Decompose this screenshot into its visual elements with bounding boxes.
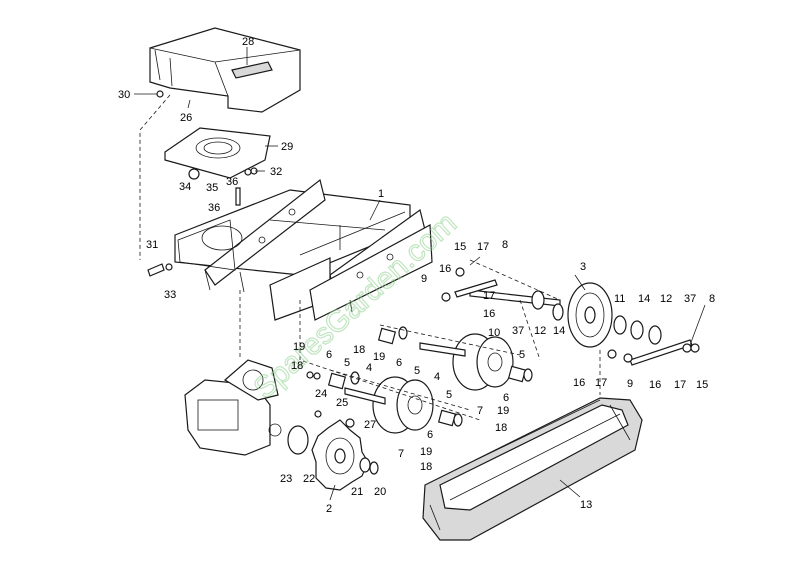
callout-13: 13 [580, 499, 592, 511]
callout-17b: 17 [483, 290, 495, 302]
callout-15a: 15 [454, 241, 466, 253]
rubber-track [422, 397, 643, 541]
callout-4a: 4 [434, 371, 440, 383]
callout-7a: 7 [477, 405, 483, 417]
leader-lines [134, 47, 706, 501]
callout-14a: 14 [553, 325, 565, 337]
drive-sprocket [287, 419, 379, 491]
callout-labels: 28 30 26 29 32 36 34 35 36 1 31 33 15 17… [118, 36, 715, 515]
callout-7b: 7 [398, 448, 404, 460]
callout-29: 29 [281, 141, 293, 153]
callout-16a: 16 [439, 263, 451, 275]
shafts [327, 289, 561, 427]
callout-5a: 5 [344, 357, 350, 369]
callout-17c: 17 [595, 377, 607, 389]
callout-16c: 16 [573, 377, 585, 389]
callout-4b: 4 [366, 362, 372, 374]
callout-35: 35 [206, 182, 218, 194]
callout-32: 32 [270, 166, 282, 178]
callout-37b: 37 [684, 293, 696, 305]
callout-5d: 5 [446, 389, 452, 401]
callout-18d: 18 [420, 461, 432, 473]
idler-wheel [454, 279, 693, 366]
callout-5b: 5 [414, 365, 420, 377]
callout-14b: 14 [638, 293, 650, 305]
callout-1: 1 [378, 188, 384, 200]
callout-12b: 12 [660, 293, 672, 305]
callout-34: 34 [179, 181, 191, 193]
callout-36a: 36 [226, 176, 238, 188]
callout-18a: 18 [353, 344, 365, 356]
callout-33: 33 [164, 289, 176, 301]
callout-17a: 17 [477, 241, 489, 253]
callout-21: 21 [351, 486, 363, 498]
callout-19a: 19 [373, 351, 385, 363]
main-frame [174, 178, 433, 321]
callout-19b: 19 [293, 341, 305, 353]
callout-6b: 6 [396, 357, 402, 369]
callout-36b: 36 [208, 202, 220, 214]
callout-19c: 19 [497, 405, 509, 417]
callout-30: 30 [118, 89, 130, 101]
callout-9b: 9 [627, 378, 633, 390]
callout-12a: 12 [534, 325, 546, 337]
callout-24: 24 [315, 388, 327, 400]
callout-20: 20 [374, 486, 386, 498]
callout-8a: 8 [502, 239, 508, 251]
callout-17d: 17 [674, 379, 686, 391]
callout-18b: 18 [291, 360, 303, 372]
callout-6d: 6 [427, 429, 433, 441]
callout-31: 31 [146, 239, 158, 251]
fasteners [147, 90, 700, 428]
callout-9a: 9 [421, 273, 427, 285]
callout-26: 26 [180, 112, 192, 124]
callout-22: 22 [303, 473, 315, 485]
callout-16b: 16 [483, 308, 495, 320]
roller-lower [372, 376, 434, 434]
roller-upper [452, 333, 514, 391]
callout-25: 25 [336, 397, 348, 409]
callout-27: 27 [364, 419, 376, 431]
callout-3: 3 [580, 261, 586, 273]
callout-19d: 19 [420, 446, 432, 458]
callout-6c: 6 [503, 392, 509, 404]
drive-motor [139, 94, 282, 456]
callout-37a: 37 [512, 325, 524, 337]
top-cover [149, 27, 301, 113]
callout-10: 10 [488, 327, 500, 339]
callout-16d: 16 [649, 379, 661, 391]
callout-23: 23 [280, 473, 292, 485]
callout-8b: 8 [709, 293, 715, 305]
callout-11: 11 [614, 293, 625, 305]
callout-28: 28 [242, 36, 254, 48]
callout-15b: 15 [696, 379, 708, 391]
callout-18c: 18 [495, 422, 507, 434]
assembly-lines [299, 259, 601, 421]
callout-2: 2 [326, 503, 332, 515]
callout-6a: 6 [326, 349, 332, 361]
callout-5c: 5 [519, 349, 525, 361]
mounting-plate [164, 127, 271, 179]
